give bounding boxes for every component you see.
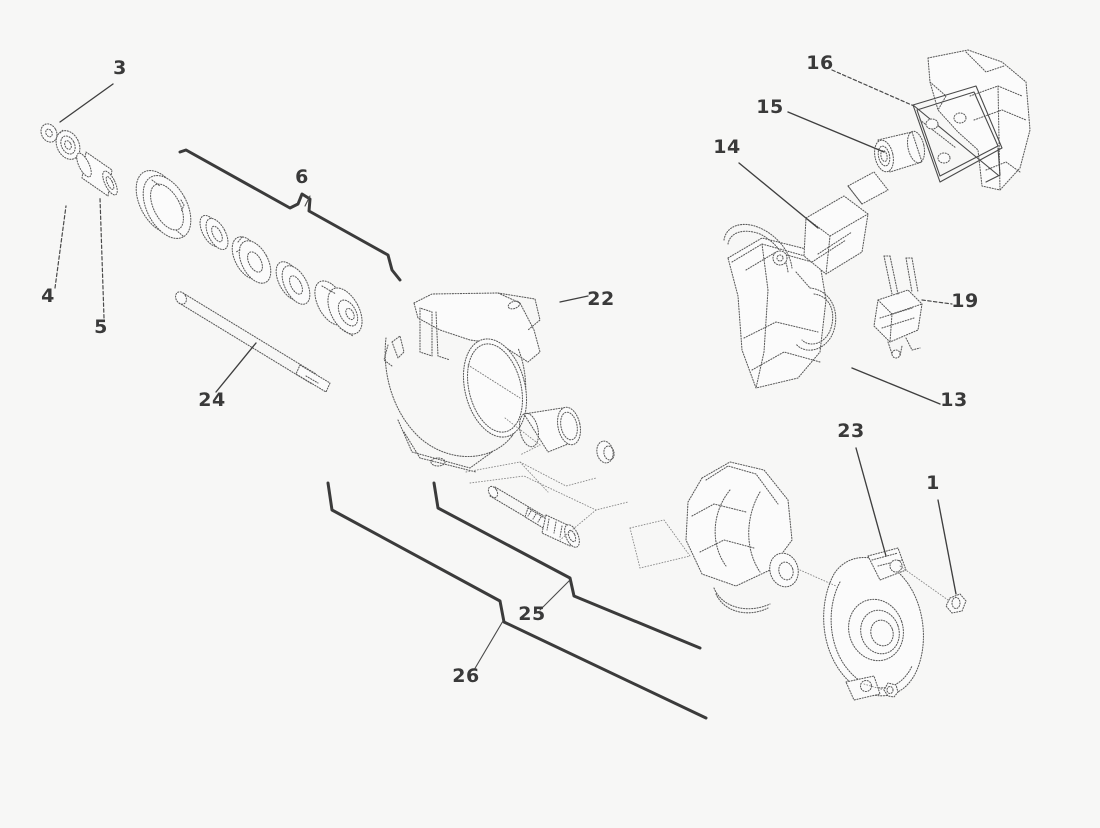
part-gasket-plate xyxy=(912,85,1003,183)
part-rear-housing xyxy=(927,49,1031,191)
part-spacer-washer xyxy=(55,129,81,160)
callout-label-15: 15 xyxy=(756,96,783,118)
leader-5 xyxy=(99,197,105,319)
leader-lines xyxy=(54,69,957,671)
callout-label-23: 23 xyxy=(837,420,864,442)
leader-15 xyxy=(787,111,885,153)
part-long-rod xyxy=(175,291,331,393)
part-resistor-block xyxy=(803,171,889,275)
callout-label-1: 1 xyxy=(926,472,940,494)
part-connector-clip xyxy=(873,255,923,359)
callout-label-6: 6 xyxy=(295,166,309,188)
leader-23 xyxy=(855,447,887,557)
callout-label-3: 3 xyxy=(113,57,127,79)
part-grommet-sleeve xyxy=(874,130,926,173)
part-fan-scroll-cover xyxy=(799,547,924,701)
callout-label-4: 4 xyxy=(41,285,55,307)
leader-6 xyxy=(304,195,311,207)
part-blower-housing xyxy=(383,292,615,493)
leader-22 xyxy=(559,295,589,303)
callout-label-24: 24 xyxy=(198,389,225,411)
part-fan-motor-body xyxy=(685,461,799,614)
leader-14 xyxy=(738,162,819,229)
harness-bold-line-6 xyxy=(178,148,402,282)
part-wire-harness-lower xyxy=(326,481,708,720)
callout-labels: 3 4 5 6 22 24 25 26 23 1 13 14 15 16 19 xyxy=(41,52,978,687)
leader-24 xyxy=(215,342,257,393)
callout-label-14: 14 xyxy=(713,136,740,158)
part-seal-ring-stack xyxy=(135,148,402,337)
leader-3 xyxy=(59,83,114,123)
callout-label-19: 19 xyxy=(951,290,978,312)
leader-1 xyxy=(937,499,957,595)
leader-13 xyxy=(851,367,941,405)
part-mounting-bracket xyxy=(723,224,837,389)
part-motor-shaft-gear xyxy=(469,475,691,569)
leader-4 xyxy=(54,205,67,289)
part-nut-fastener xyxy=(863,565,967,698)
part-washer-small xyxy=(40,123,58,143)
leader-25 xyxy=(539,579,571,611)
leader-26 xyxy=(473,620,504,671)
callout-label-5: 5 xyxy=(94,316,108,338)
part-wire-harness-upper xyxy=(432,481,702,650)
callout-label-13: 13 xyxy=(940,389,967,411)
callout-label-22: 22 xyxy=(587,288,614,310)
callout-label-25: 25 xyxy=(518,603,545,625)
callout-label-26: 26 xyxy=(452,665,479,687)
part-bushing-sleeve xyxy=(76,151,118,197)
callout-label-16: 16 xyxy=(806,52,833,74)
leader-16 xyxy=(831,69,915,107)
leader-19 xyxy=(921,299,953,305)
